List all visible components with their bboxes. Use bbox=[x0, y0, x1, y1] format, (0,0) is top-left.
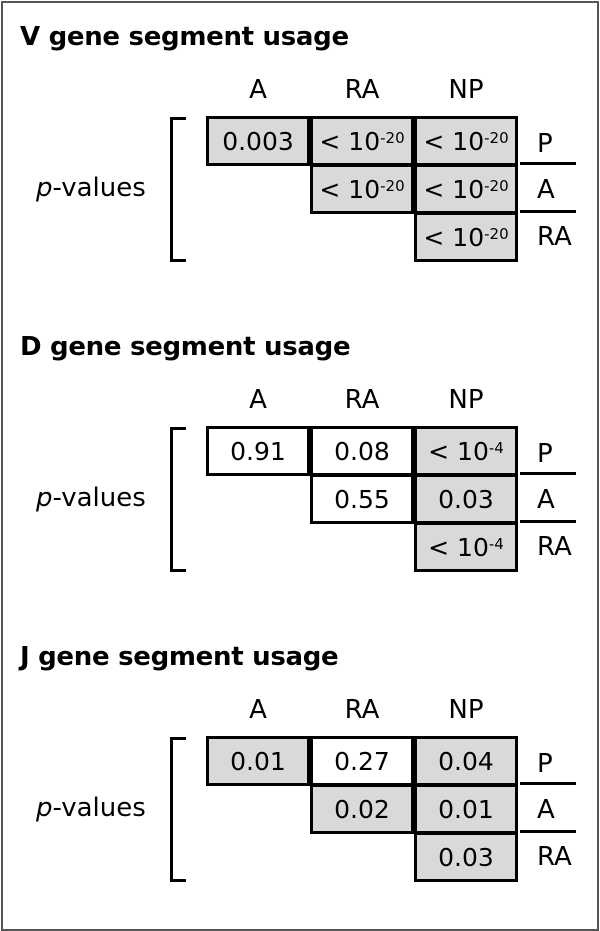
matrix-cell: 0.91 bbox=[206, 426, 310, 476]
matrix-cell: < 10-20 bbox=[310, 116, 414, 166]
row-group-bracket bbox=[170, 427, 186, 572]
cell-prefix: < 10 bbox=[423, 126, 485, 156]
column-header: A bbox=[249, 695, 267, 725]
y-axis-label: p-values bbox=[36, 173, 146, 203]
cell-prefix: < 10 bbox=[319, 174, 381, 204]
y-axis-label-italic: p bbox=[36, 793, 53, 823]
section-title: V gene segment usage bbox=[20, 22, 349, 52]
matrix-cell: 0.01 bbox=[206, 736, 310, 786]
y-axis-label: p-values bbox=[36, 483, 146, 513]
matrix-cell: 0.04 bbox=[414, 736, 518, 786]
matrix-cell: < 10-20 bbox=[414, 116, 518, 166]
section-title: D gene segment usage bbox=[20, 332, 351, 362]
cell-prefix: < 10 bbox=[423, 222, 485, 252]
column-header: RA bbox=[344, 695, 380, 725]
y-axis-label-text: -values bbox=[52, 173, 146, 203]
matrix-cell: < 10-20 bbox=[414, 164, 518, 214]
section-title: J gene segment usage bbox=[20, 642, 339, 672]
cell-prefix: < 10 bbox=[423, 174, 485, 204]
column-header: A bbox=[249, 385, 267, 415]
row-separator bbox=[520, 210, 576, 213]
matrix-cell: 0.03 bbox=[414, 474, 518, 524]
cell-exponent: -20 bbox=[484, 177, 509, 195]
cell-exponent: -20 bbox=[484, 225, 509, 243]
y-axis-label-text: -values bbox=[52, 483, 146, 513]
row-label: RA bbox=[537, 222, 572, 252]
row-separator bbox=[520, 830, 576, 833]
column-header: NP bbox=[448, 385, 484, 415]
y-axis-label-italic: p bbox=[36, 483, 53, 513]
row-label: A bbox=[537, 485, 555, 515]
row-label: P bbox=[537, 439, 553, 469]
row-separator bbox=[520, 162, 576, 165]
y-axis-label: p-values bbox=[36, 793, 146, 823]
row-separator bbox=[520, 520, 576, 523]
row-separator bbox=[520, 472, 576, 475]
matrix-cell: 0.27 bbox=[310, 736, 414, 786]
y-axis-label-italic: p bbox=[36, 173, 53, 203]
matrix-cell: < 10-4 bbox=[414, 426, 518, 476]
cell-exponent: -20 bbox=[380, 129, 405, 147]
y-axis-label-text: -values bbox=[52, 793, 146, 823]
row-label: P bbox=[537, 749, 553, 779]
row-label: A bbox=[537, 795, 555, 825]
cell-prefix: < 10 bbox=[428, 532, 489, 562]
cell-prefix: < 10 bbox=[319, 126, 381, 156]
row-label: A bbox=[537, 175, 555, 205]
column-header: NP bbox=[448, 695, 484, 725]
cell-exponent: -4 bbox=[488, 535, 504, 553]
row-label: P bbox=[537, 129, 553, 159]
matrix-cell: < 10-4 bbox=[414, 522, 518, 572]
matrix-cell: 0.08 bbox=[310, 426, 414, 476]
matrix-cell: < 10-20 bbox=[310, 164, 414, 214]
column-header: RA bbox=[344, 385, 380, 415]
cell-exponent: -20 bbox=[484, 129, 509, 147]
column-header: A bbox=[249, 75, 267, 105]
column-header: NP bbox=[448, 75, 484, 105]
matrix-cell: 0.03 bbox=[414, 832, 518, 882]
matrix-cell: 0.01 bbox=[414, 784, 518, 834]
matrix-cell: 0.55 bbox=[310, 474, 414, 524]
matrix-cell: 0.02 bbox=[310, 784, 414, 834]
matrix-cell: 0.003 bbox=[206, 116, 310, 166]
row-group-bracket bbox=[170, 737, 186, 882]
cell-exponent: -20 bbox=[380, 177, 405, 195]
matrix-cell: < 10-20 bbox=[414, 212, 518, 262]
row-label: RA bbox=[537, 842, 572, 872]
row-group-bracket bbox=[170, 117, 186, 262]
cell-prefix: < 10 bbox=[428, 436, 489, 466]
row-label: RA bbox=[537, 532, 572, 562]
row-separator bbox=[520, 782, 576, 785]
column-header: RA bbox=[344, 75, 380, 105]
cell-exponent: -4 bbox=[488, 439, 504, 457]
